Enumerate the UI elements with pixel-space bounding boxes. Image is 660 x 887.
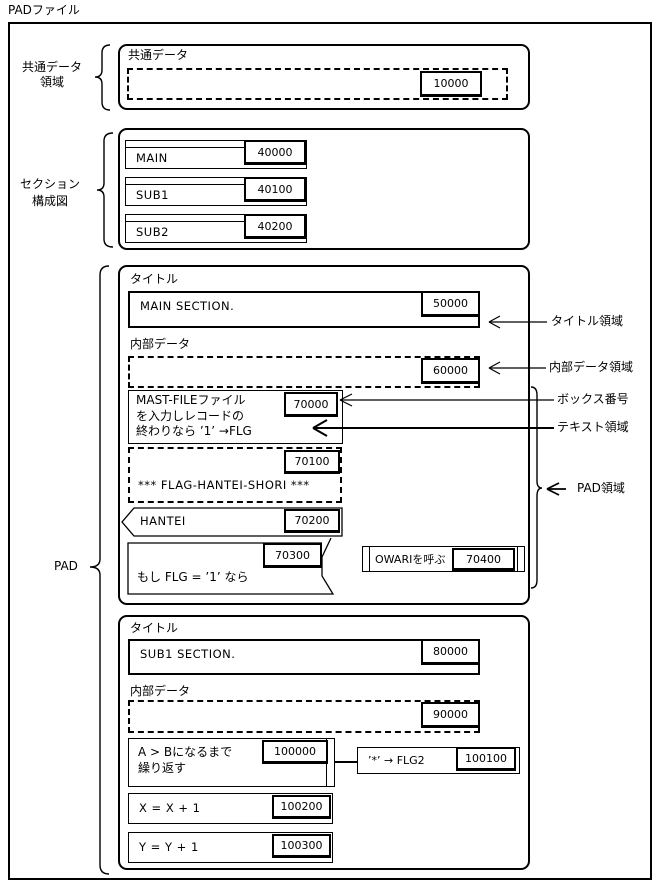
- section-row-number-box: 40200: [244, 214, 306, 239]
- label-common-data-area: 共通データ 領域: [21, 60, 82, 89]
- process-number-box: 70000: [284, 392, 338, 417]
- process-x-text: X = X + 1: [139, 801, 201, 815]
- call-box-right-double-line: [517, 547, 518, 571]
- outer-frame: [8, 22, 652, 880]
- branch-box-text: ’*’ → FLG2: [368, 754, 425, 767]
- sub-title-text: SUB1 SECTION.: [140, 647, 236, 661]
- main-title-label: タイトル: [130, 272, 179, 286]
- label-pad-area: PAD領域: [577, 481, 625, 495]
- sub-internal-data-number-box: 90000: [421, 702, 480, 728]
- section-row-number-box: 40100: [244, 177, 306, 202]
- row-inner-line: [126, 221, 245, 222]
- process-box-text: MAST-FILEファイル を入力しレコードの 終わりなら ’1’ →FLG: [136, 393, 252, 438]
- main-title-text: MAIN SECTION.: [140, 299, 235, 313]
- row-inner-line: [126, 147, 245, 148]
- sub-title-number-box: 80000: [421, 639, 480, 665]
- process-y-number-box: 100300: [272, 834, 331, 858]
- sub-internal-data-label: 内部データ: [130, 684, 191, 698]
- row-inner-line: [126, 184, 245, 185]
- sub-title-label: タイトル: [130, 621, 179, 635]
- process-x-number-box: 100200: [272, 795, 331, 819]
- common-data-header: 共通データ: [128, 48, 189, 62]
- section-row-name: SUB1: [136, 188, 169, 202]
- selection-number-box: 70300: [263, 543, 322, 568]
- label-section-structure: セクション 構成図: [19, 177, 80, 208]
- page-title: PADファイル: [8, 3, 80, 17]
- label-box-text: HANTEI: [140, 514, 186, 528]
- main-internal-data-number-box: 60000: [421, 358, 480, 384]
- label-pad: PAD: [54, 559, 78, 573]
- label-text-area: テキスト領域: [557, 420, 629, 434]
- common-data-number-box: 10000: [420, 71, 482, 97]
- comment-box-text: *** FLAG-HANTEI-SHORI ***: [138, 478, 310, 492]
- loop-number-box: 100000: [262, 740, 328, 764]
- section-row-name: SUB2: [136, 225, 169, 239]
- main-title-number-box: 50000: [421, 291, 480, 317]
- branch-number-box: 100100: [456, 747, 516, 771]
- selection-box-text: もし FLG = ’1’ なら: [137, 570, 249, 584]
- call-box-left-double-line: [369, 547, 370, 571]
- label-title-area: タイトル領域: [551, 314, 624, 328]
- call-number-box: 70400: [452, 548, 515, 571]
- main-internal-data-label: 内部データ: [130, 337, 191, 351]
- loop-box-text: A > Bになるまで 繰り返す: [138, 745, 233, 775]
- section-row-number-box: 40000: [244, 140, 306, 165]
- process-y-text: Y = Y + 1: [139, 840, 199, 854]
- label-box-number: ボックス番号: [557, 392, 629, 406]
- comment-number-box: 70100: [284, 450, 340, 474]
- section-row-name: MAIN: [136, 151, 168, 165]
- label-number-box: 70200: [284, 509, 340, 533]
- call-box-text: OWARIを呼ぶ: [375, 553, 446, 566]
- label-internal-data-area: 内部データ領域: [549, 360, 634, 374]
